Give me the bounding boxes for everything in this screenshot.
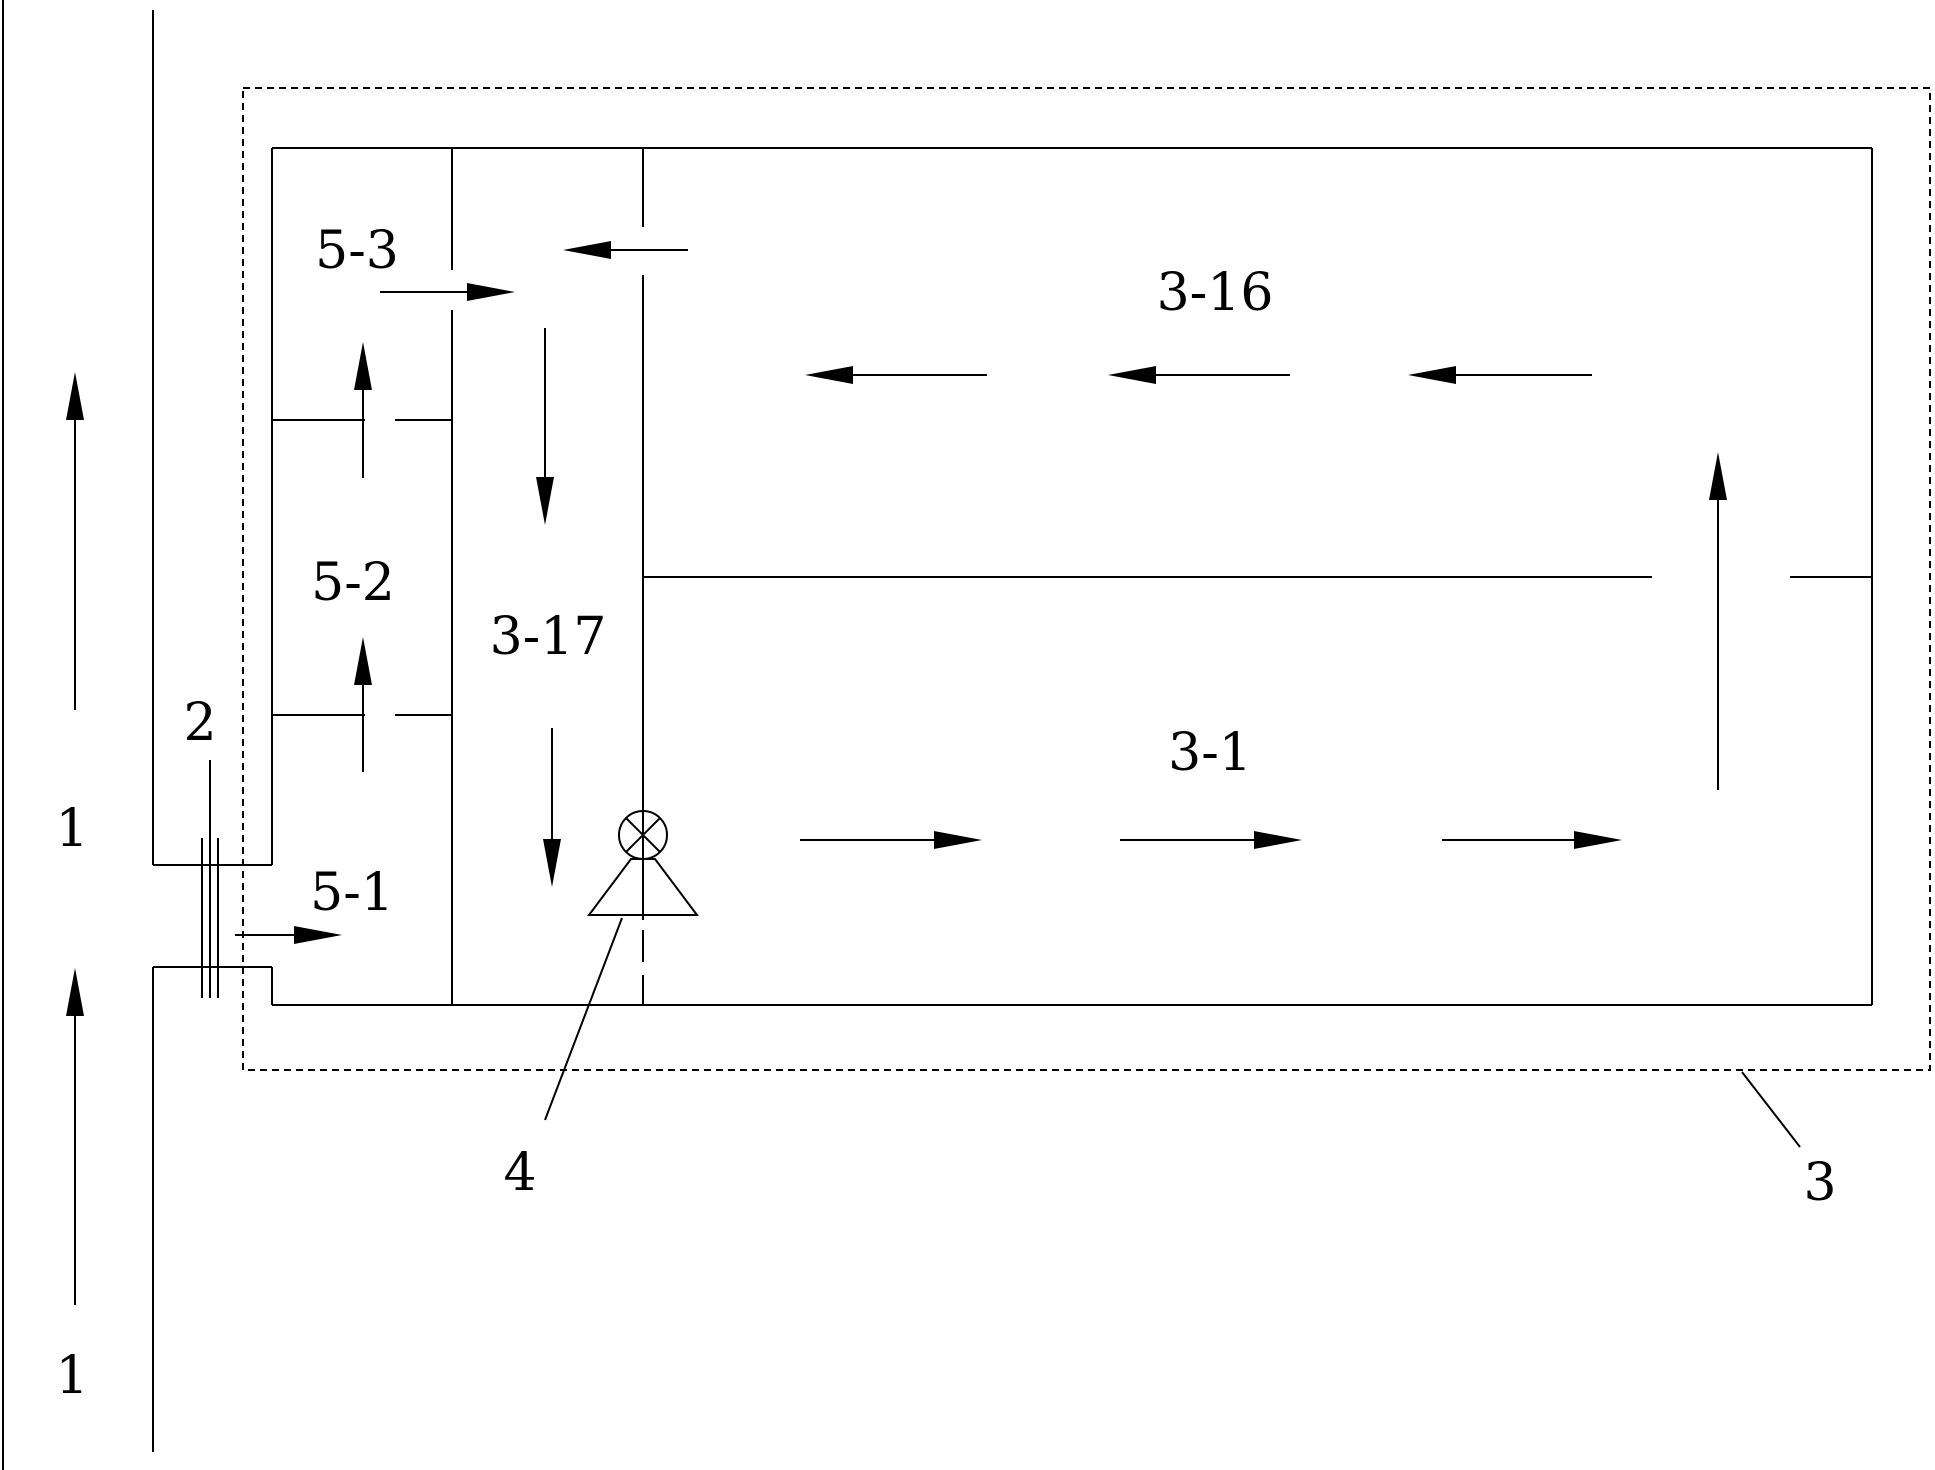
arrow-left-3-16-a: [1408, 366, 1592, 384]
arrow-up-5-1: [354, 637, 372, 772]
screen-bars: [201, 838, 219, 998]
arrow-up-pipe-upper: [66, 372, 84, 710]
arrow-up-5-2: [354, 342, 372, 478]
arrow-down-3-17-upper: [536, 328, 554, 525]
arrow-down-3-17-lower: [543, 728, 561, 887]
inner-tank: [271, 147, 1873, 1006]
arrow-right-3-1-b: [1120, 831, 1302, 849]
tank-leader-line: [1741, 1071, 1801, 1148]
pump-leader-line: [544, 917, 623, 1121]
label-zone-3-17: 3-17: [490, 607, 607, 667]
label-pump: 4: [503, 1143, 536, 1203]
outer-tank-boundary: [242, 87, 1931, 1071]
pump-symbol: [587, 810, 699, 916]
label-zone-3-16: 3-16: [1157, 263, 1274, 323]
label-outer-tank: 3: [1803, 1153, 1836, 1213]
arrow-left-3-16-b: [1108, 366, 1290, 384]
label-zone-5-3: 5-3: [315, 221, 399, 281]
arrow-up-right-side: [1709, 452, 1727, 790]
arrow-right-3-1-a: [800, 831, 982, 849]
label-pipe-lower: 1: [55, 1346, 88, 1406]
label-pipe-upper: 1: [55, 799, 88, 859]
label-zone-5-1: 5-1: [310, 863, 394, 923]
main-pipe: [152, 10, 272, 1452]
arrow-3-16-to-3-17: [563, 241, 688, 259]
label-screen: 2: [183, 693, 216, 753]
arrow-up-pipe-lower: [66, 968, 84, 1305]
arrow-right-3-1-c: [1442, 831, 1622, 849]
flow-arrows: [66, 241, 1727, 1305]
arrow-into-5-1: [235, 926, 342, 944]
arrow-5-3-to-3-17: [380, 283, 515, 301]
arrow-left-3-16-c: [805, 366, 987, 384]
label-zone-5-2: 5-2: [311, 553, 395, 613]
label-zone-3-1: 3-1: [1168, 723, 1252, 783]
partitions: [272, 148, 1872, 1005]
